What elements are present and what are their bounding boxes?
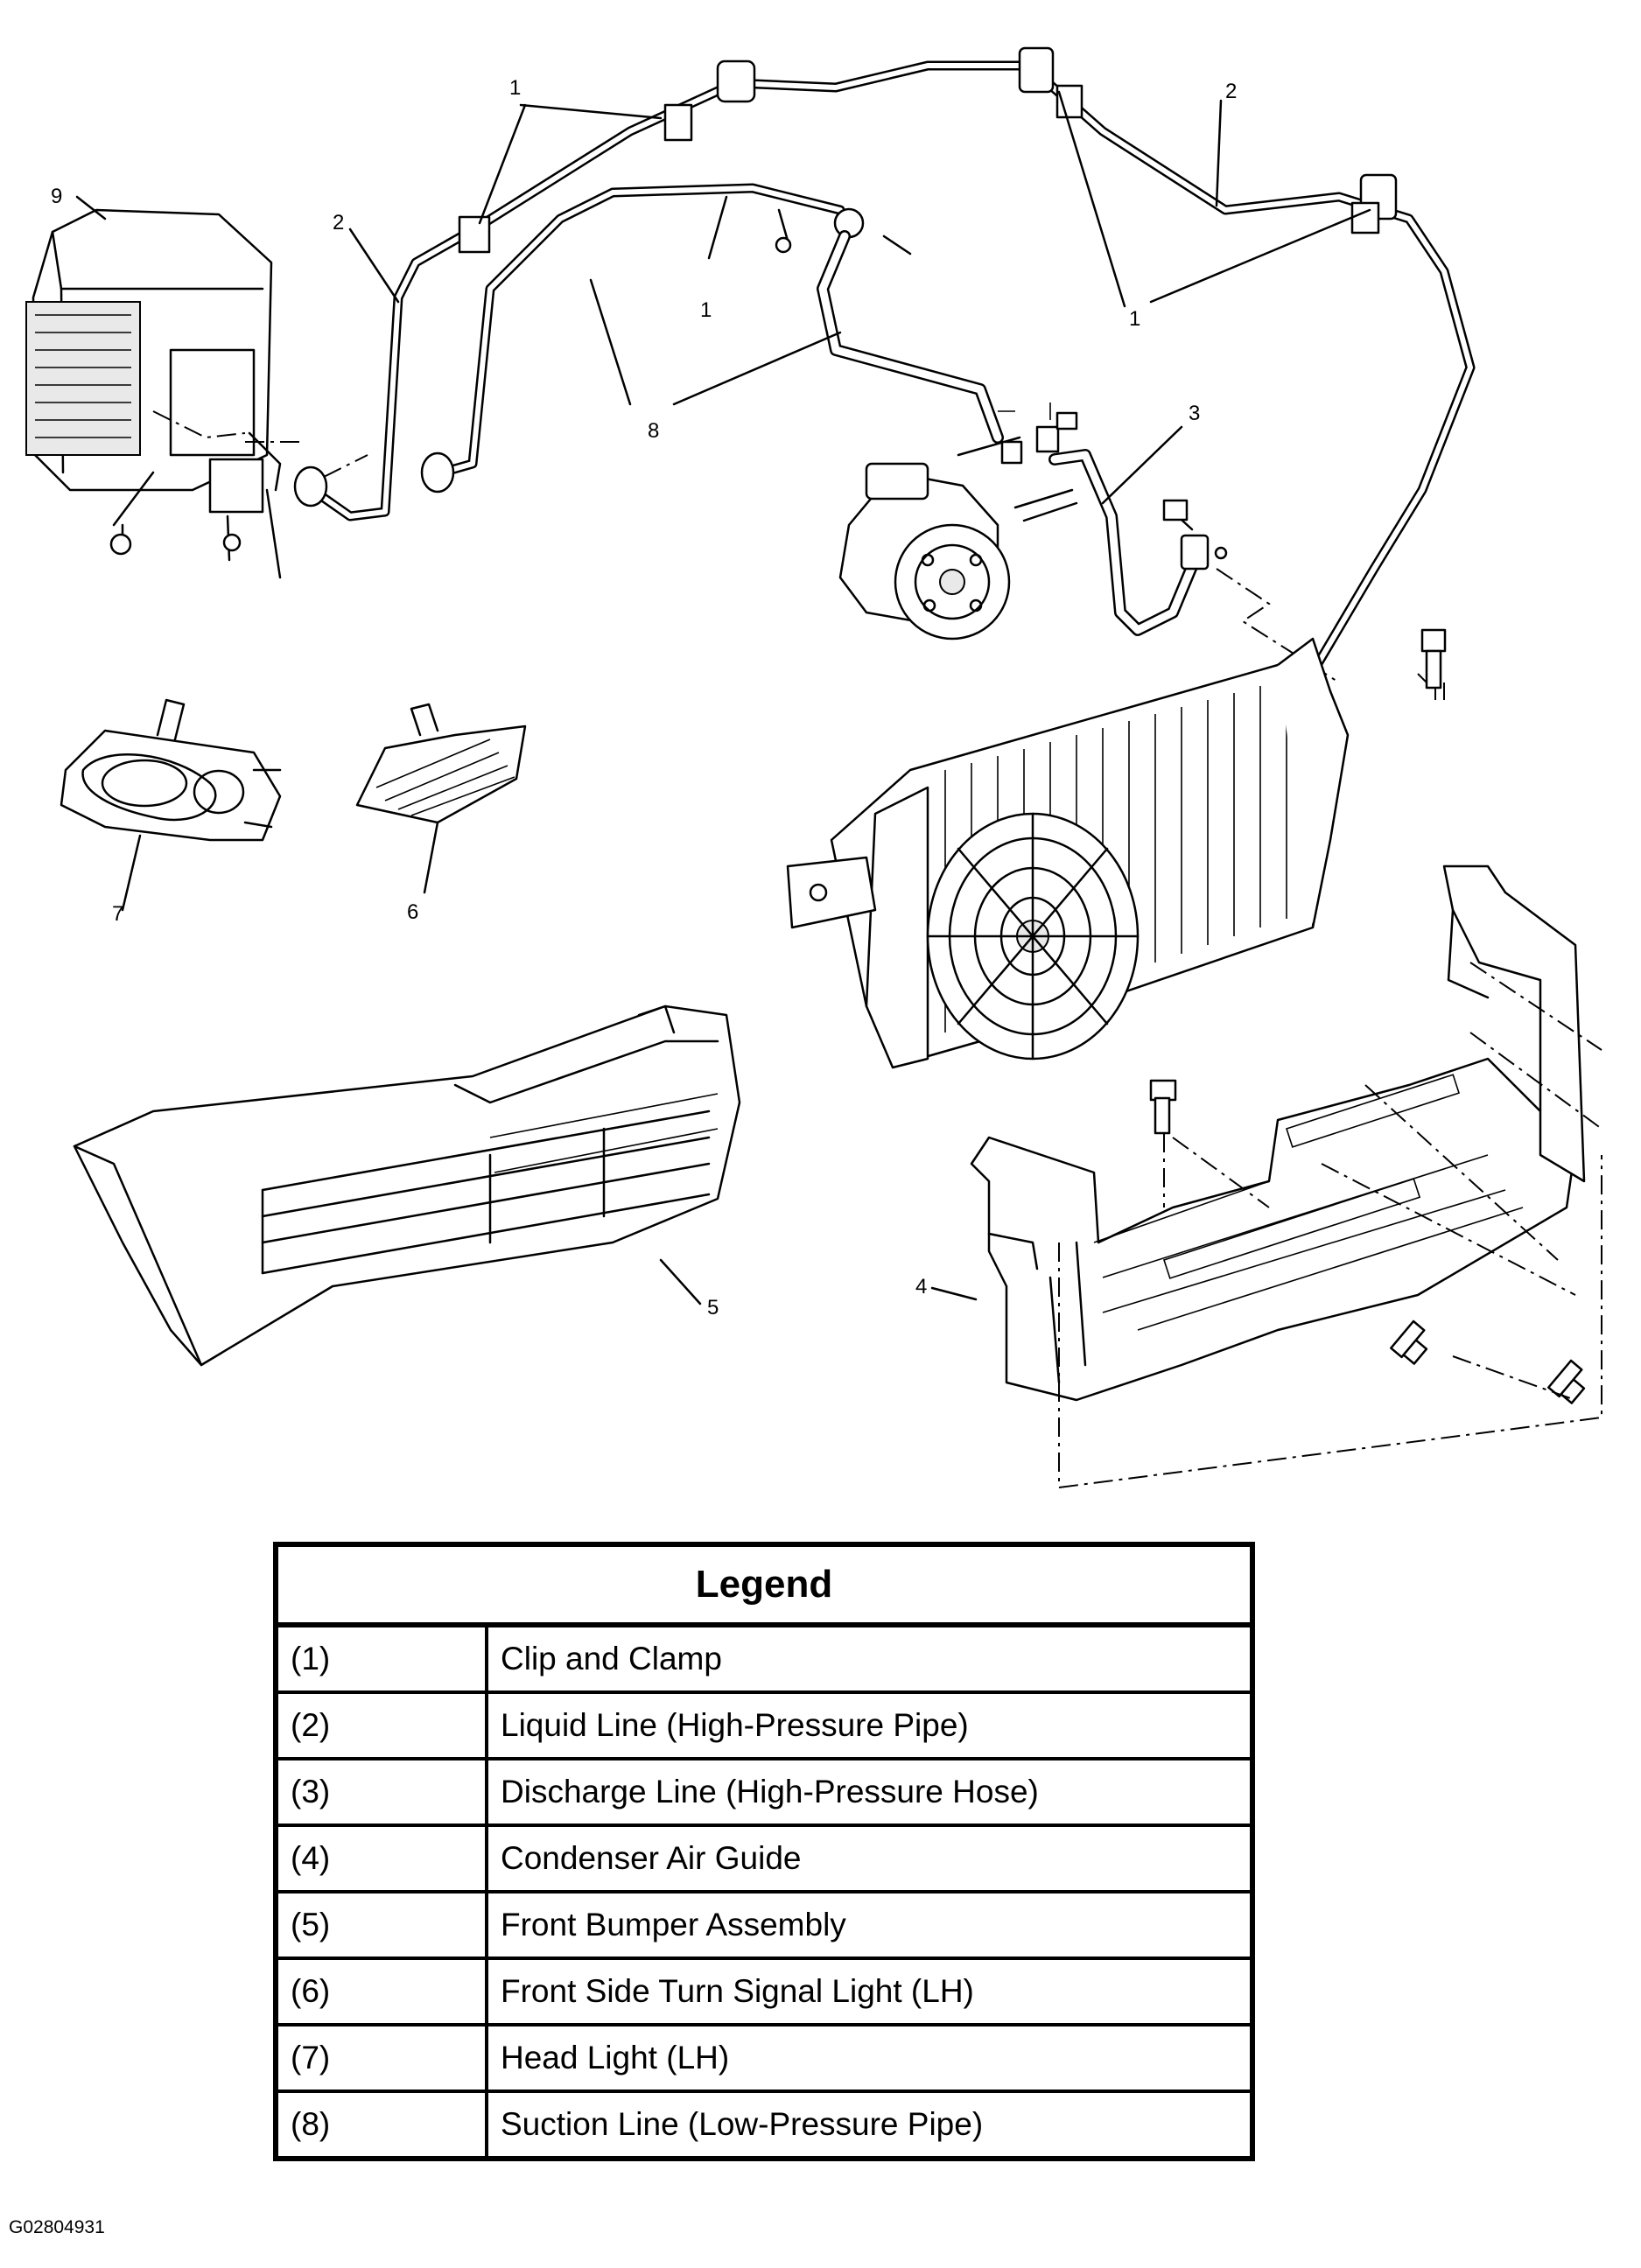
condenser-bolt [1420, 628, 1447, 690]
callout-1-mid: 1 [700, 298, 712, 322]
legend-description: Liquid Line (High-Pressure Pipe) [487, 1690, 1252, 1759]
legend-number: (7) [276, 2023, 488, 2091]
legend-row: (5) Front Bumper Assembly [276, 1890, 1252, 1958]
legend-description: Head Light (LH) [487, 2023, 1252, 2091]
legend-description: Discharge Line (High-Pressure Hose) [487, 1757, 1252, 1825]
legend-description: Front Bumper Assembly [487, 1890, 1252, 1958]
callout-6: 6 [407, 900, 418, 924]
legend-number: (4) [276, 1824, 488, 1892]
callout-3: 3 [1189, 402, 1200, 425]
legend-row: (7) Head Light (LH) [276, 2023, 1252, 2091]
legend-row: (4) Condenser Air Guide [276, 1824, 1252, 1892]
legend-table: Legend (1) Clip and Clamp (2) Liquid Lin… [273, 1542, 1255, 2161]
callout-9: 9 [51, 185, 62, 208]
legend-row: (8) Suction Line (Low-Pressure Pipe) [276, 2090, 1252, 2159]
legend-number: (8) [276, 2090, 488, 2159]
front-side-turn-signal-lh [355, 703, 527, 824]
condenser-with-fan [786, 637, 1350, 1069]
callout-1-right: 1 [1129, 307, 1140, 331]
legend-description: Front Side Turn Signal Light (LH) [487, 1956, 1252, 2025]
legend-number: (6) [276, 1956, 488, 2025]
legend-title: Legend [276, 1544, 1252, 1628]
assembly-lines-upper [152, 410, 1445, 700]
legend-description: Condenser Air Guide [487, 1824, 1252, 1892]
callout-2-right: 2 [1225, 80, 1237, 103]
leader-lines [75, 90, 1371, 1306]
legend-description: Suction Line (Low-Pressure Pipe) [487, 2090, 1252, 2159]
callout-8: 8 [648, 419, 659, 443]
callout-5: 5 [707, 1296, 719, 1320]
callout-1-top: 1 [509, 76, 521, 100]
air-guide-screws [1149, 1079, 1586, 1404]
clip-and-clamp-set [458, 84, 1380, 254]
legend-row: (3) Discharge Line (High-Pressure Hose) [276, 1757, 1252, 1825]
assembly-lines-lower [1058, 962, 1602, 1489]
figure-id-label: G02804931 [9, 2217, 105, 2237]
condenser-air-guide [970, 864, 1586, 1402]
ac-system-exploded-diagram: 1 1 1 2 2 3 4 5 6 7 8 9 [25, 46, 1602, 1489]
legend-row: (6) Front Side Turn Signal Light (LH) [276, 1956, 1252, 2025]
legend-header-row: Legend [276, 1544, 1252, 1628]
liquid-line-pipe [293, 46, 1476, 670]
legend-row: (1) Clip and Clamp [276, 1623, 1252, 1692]
legend-number: (1) [276, 1623, 488, 1692]
legend-description: Clip and Clamp [487, 1623, 1252, 1692]
suction-line-pipe [420, 183, 1004, 494]
callout-7: 7 [112, 902, 123, 926]
legend-row: (2) Liquid Line (High-Pressure Pipe) [276, 1690, 1252, 1759]
callout-2-left: 2 [333, 211, 344, 234]
legend-number: (3) [276, 1757, 488, 1825]
legend-number: (2) [276, 1690, 488, 1759]
front-bumper-assembly [73, 1004, 741, 1367]
callout-4: 4 [915, 1275, 927, 1298]
compressor [838, 402, 1078, 640]
callout-labels: 1 1 1 2 2 3 4 5 6 7 8 9 [51, 76, 1237, 1320]
legend-number: (5) [276, 1890, 488, 1958]
discharge-line-hose [1048, 449, 1228, 636]
evaporator-module [25, 208, 282, 579]
head-light-lh [60, 698, 282, 842]
